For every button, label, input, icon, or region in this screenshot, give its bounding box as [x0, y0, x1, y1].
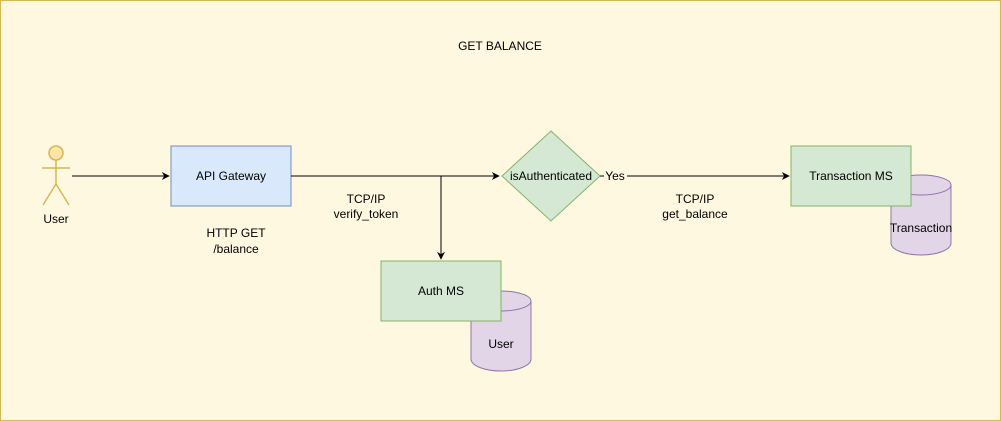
user-actor-icon[interactable]: [42, 145, 70, 206]
balance-protocol-label: TCP/IP: [676, 192, 715, 206]
api-gateway-node[interactable]: [170, 145, 292, 207]
diagram-title: GET BALANCE: [458, 39, 542, 53]
is-authenticated-decision[interactable]: [501, 130, 601, 222]
verify-token-label: verify_token: [334, 207, 399, 221]
transaction-ms-label: Transaction MS: [809, 169, 893, 183]
http-path-label: /balance: [213, 242, 259, 256]
http-method-label: HTTP GET: [206, 226, 266, 240]
get-balance-label: get_balance: [662, 207, 728, 221]
yes-label: Yes: [605, 169, 625, 183]
transaction-ms-node[interactable]: [790, 145, 912, 207]
is-authenticated-label: isAuthenticated: [510, 169, 592, 183]
yes-label-background: [604, 168, 627, 183]
user-db-label: User: [488, 337, 513, 351]
transaction-db-label: Transaction: [890, 221, 952, 235]
user-actor-label: User: [43, 212, 68, 226]
api-gateway-label: API Gateway: [196, 169, 266, 183]
auth-ms-node[interactable]: [380, 260, 502, 322]
auth-ms-label: Auth MS: [418, 284, 464, 298]
verify-protocol-label: TCP/IP: [347, 192, 386, 206]
